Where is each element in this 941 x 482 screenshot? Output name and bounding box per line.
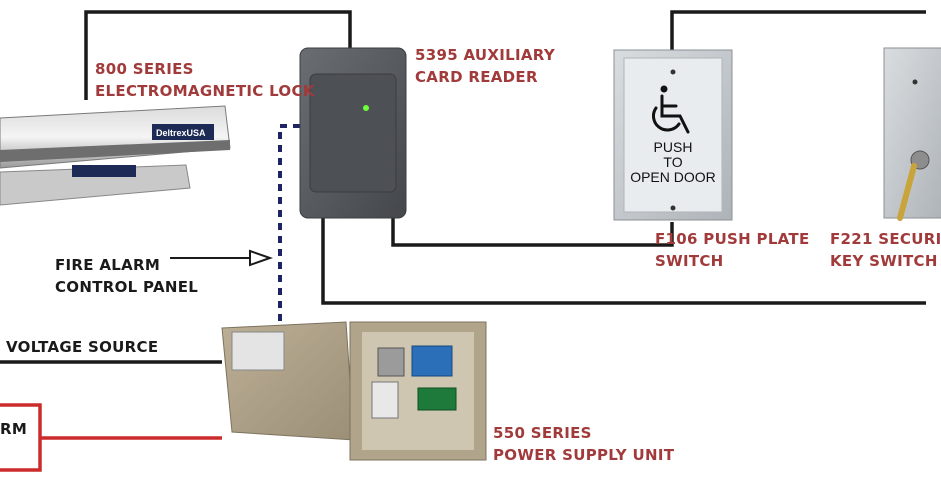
key-switch-label: F221 SECURI KEY SWITCH <box>830 228 941 272</box>
wire-fire-alarm-signal <box>278 124 370 374</box>
lock-brand-text: DeltrexUSA <box>156 128 206 138</box>
fire-alarm-label: FIRE ALARM CONTROL PANEL <box>55 254 198 298</box>
plate-text-push: PUSH <box>654 139 693 155</box>
wire-reader-to-push-plate <box>391 218 674 247</box>
wire-push-plate-to-key-switch <box>670 10 926 55</box>
push-plate-label-line2: SWITCH <box>655 252 724 270</box>
alarm-label-text: RM <box>0 420 28 438</box>
lock-label-line2: ELECTROMAGNETIC LOCK <box>95 82 315 100</box>
push-plate-image: PUSH TO OPEN DOOR <box>613 49 733 221</box>
voltage-source-label: VOLTAGE SOURCE <box>6 336 158 358</box>
plate-text-to: TO <box>663 154 682 170</box>
push-plate-label-line1: F106 PUSH PLATE <box>655 230 810 248</box>
power-supply-label-line2: POWER SUPPLY UNIT <box>493 446 675 464</box>
lock-label-line1: 800 SERIES <box>95 60 194 78</box>
status-led-icon <box>363 105 369 111</box>
circuit-board-icon <box>411 345 453 377</box>
push-plate-label: F106 PUSH PLATE SWITCH <box>655 228 810 272</box>
transformer-icon <box>377 347 405 377</box>
fire-alarm-label-line1: FIRE ALARM <box>55 256 161 274</box>
key-icon <box>897 163 917 221</box>
power-supply-image <box>221 321 487 461</box>
screw-icon <box>670 69 676 75</box>
lock-label: 800 SERIES ELECTROMAGNETIC LOCK <box>95 58 315 102</box>
key-switch-label-line1: F221 SECURI <box>830 230 941 248</box>
wheelchair-icon <box>651 85 690 134</box>
power-supply-label: 550 SERIES POWER SUPPLY UNIT <box>493 422 674 466</box>
fire-alarm-arrow-icon <box>170 249 274 267</box>
alarm-label: RM <box>0 418 27 440</box>
wire-reader-to-key-switch <box>321 218 926 305</box>
card-reader-label-line2: CARD READER <box>415 68 538 86</box>
lock-brand-badge <box>152 124 214 140</box>
wires <box>0 10 926 472</box>
screw-icon <box>670 205 676 211</box>
key-switch-label-line2: KEY SWITCH <box>830 252 938 270</box>
card-reader-label-line1: 5395 AUXILIARY <box>415 46 555 64</box>
wire-lock-to-reader <box>84 10 352 100</box>
voltage-source-label-text: VOLTAGE SOURCE <box>6 338 159 356</box>
terminal-board-icon <box>417 387 457 411</box>
wire-alarm <box>0 403 222 472</box>
card-reader-label: 5395 AUXILIARY CARD READER <box>415 44 555 88</box>
power-supply-label-line1: 550 SERIES <box>493 424 592 442</box>
card-reader-image <box>299 47 407 219</box>
key-switch-image <box>883 47 941 221</box>
fire-alarm-label-line2: CONTROL PANEL <box>55 278 199 296</box>
plate-text-open-door: OPEN DOOR <box>630 169 716 185</box>
lock-brand-badge-lower <box>72 165 136 177</box>
screw-icon <box>912 79 918 85</box>
electromagnetic-lock-image: DeltrexUSA <box>0 105 231 206</box>
